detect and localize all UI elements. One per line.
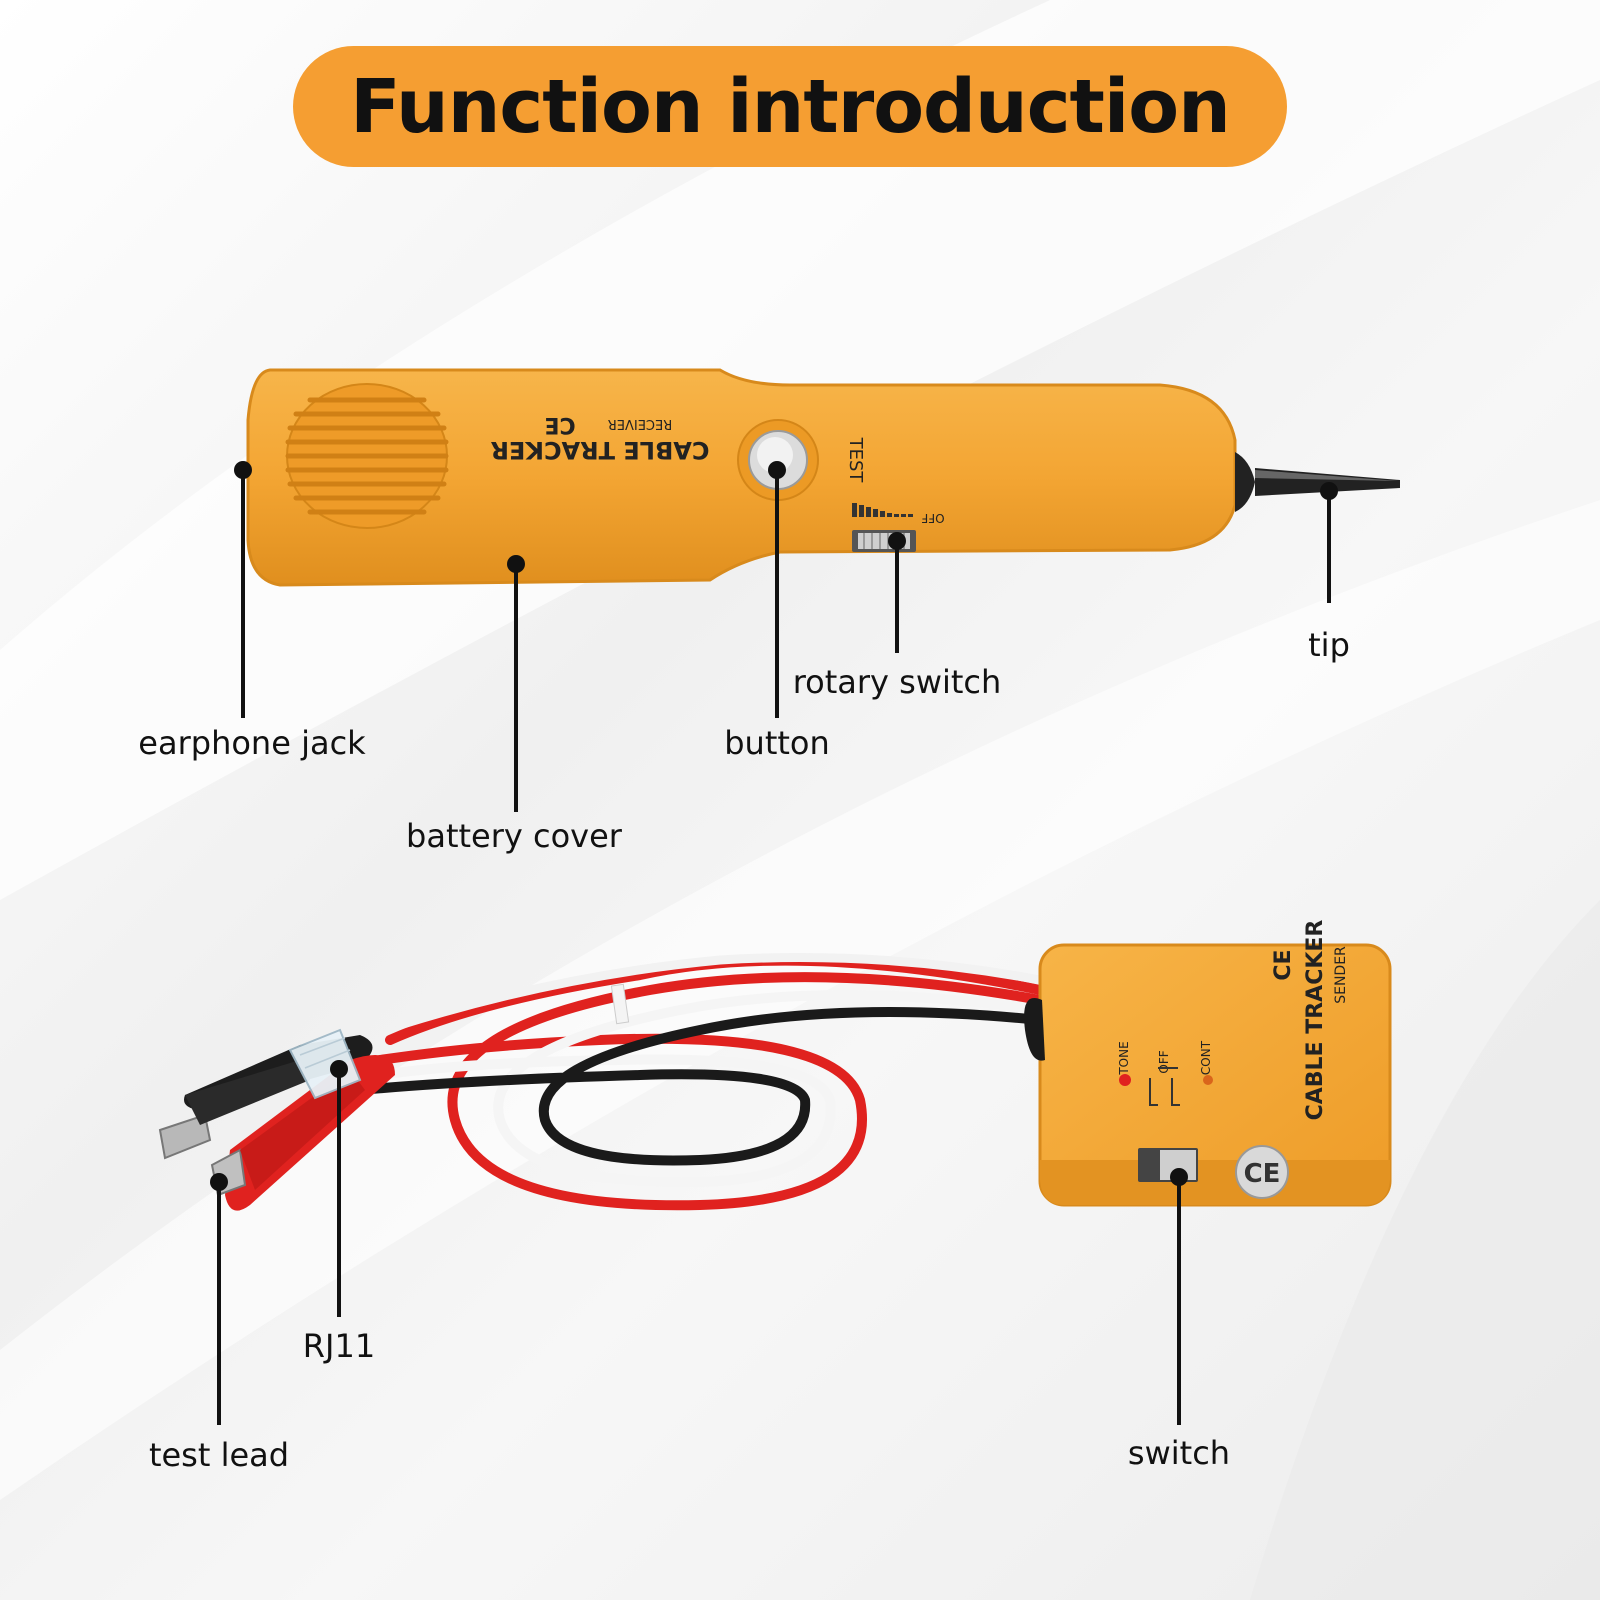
red-clip bbox=[210, 1055, 395, 1211]
rotary-switch-leader bbox=[895, 541, 899, 653]
tone-led bbox=[1119, 1074, 1131, 1086]
rotary-switch-label: rotary switch bbox=[792, 663, 1002, 701]
page-title: Function introduction bbox=[350, 63, 1231, 150]
receiver-unit: CABLE TRACKER RECEIVER CE TEST OFF bbox=[246, 368, 1400, 587]
switch-leader bbox=[1177, 1177, 1181, 1425]
sender-jack-ce: CE bbox=[1244, 1159, 1281, 1189]
speaker-grille bbox=[285, 383, 449, 529]
test-lead-label: test lead bbox=[148, 1436, 290, 1474]
battery-cover-leader bbox=[514, 564, 518, 812]
off-label: OFF bbox=[921, 511, 944, 525]
receiver-ce-mark: CE bbox=[544, 412, 575, 437]
earphone-jack-leader bbox=[241, 470, 245, 718]
rj11-leader bbox=[337, 1069, 341, 1317]
sender-slide-switch[interactable] bbox=[1138, 1148, 1198, 1182]
tip-leader bbox=[1327, 491, 1331, 603]
probe-tip bbox=[1235, 452, 1400, 512]
rotary-switch-wheel[interactable] bbox=[852, 530, 916, 552]
sender-jack: CE bbox=[1235, 1145, 1289, 1199]
volume-scale bbox=[852, 503, 913, 517]
battery-cover-label: battery cover bbox=[406, 817, 622, 855]
sender-brand-text: CABLE TRACKER bbox=[1303, 920, 1328, 1121]
sender-off-label: OFF bbox=[1157, 1050, 1171, 1073]
test-button[interactable] bbox=[737, 419, 819, 501]
sender-model-text: SENDER bbox=[1333, 946, 1349, 1004]
receiver-brand-text: CABLE TRACKER bbox=[490, 436, 709, 464]
rj11-plug bbox=[288, 1028, 362, 1100]
button-label: button bbox=[724, 724, 830, 762]
button-leader bbox=[775, 470, 779, 718]
cont-label: CONT bbox=[1199, 1040, 1213, 1075]
tip-label: tip bbox=[1308, 626, 1350, 664]
receiver-model-text: RECEIVER bbox=[608, 416, 673, 431]
test-label: TEST bbox=[845, 437, 866, 484]
test-lead-leader bbox=[217, 1182, 221, 1425]
sender-unit: CABLE TRACKER SENDER CE TONE OFF CONT CE bbox=[158, 920, 1392, 1211]
earphone-jack-label: earphone jack bbox=[138, 724, 366, 762]
cont-led bbox=[1203, 1075, 1213, 1085]
sender-ce-mark: CE bbox=[1271, 949, 1296, 980]
switch-label: switch bbox=[1127, 1434, 1231, 1472]
title-banner: Function introduction bbox=[293, 46, 1287, 167]
rj11-label: RJ11 bbox=[302, 1327, 376, 1365]
tone-label: TONE bbox=[1117, 1041, 1131, 1075]
